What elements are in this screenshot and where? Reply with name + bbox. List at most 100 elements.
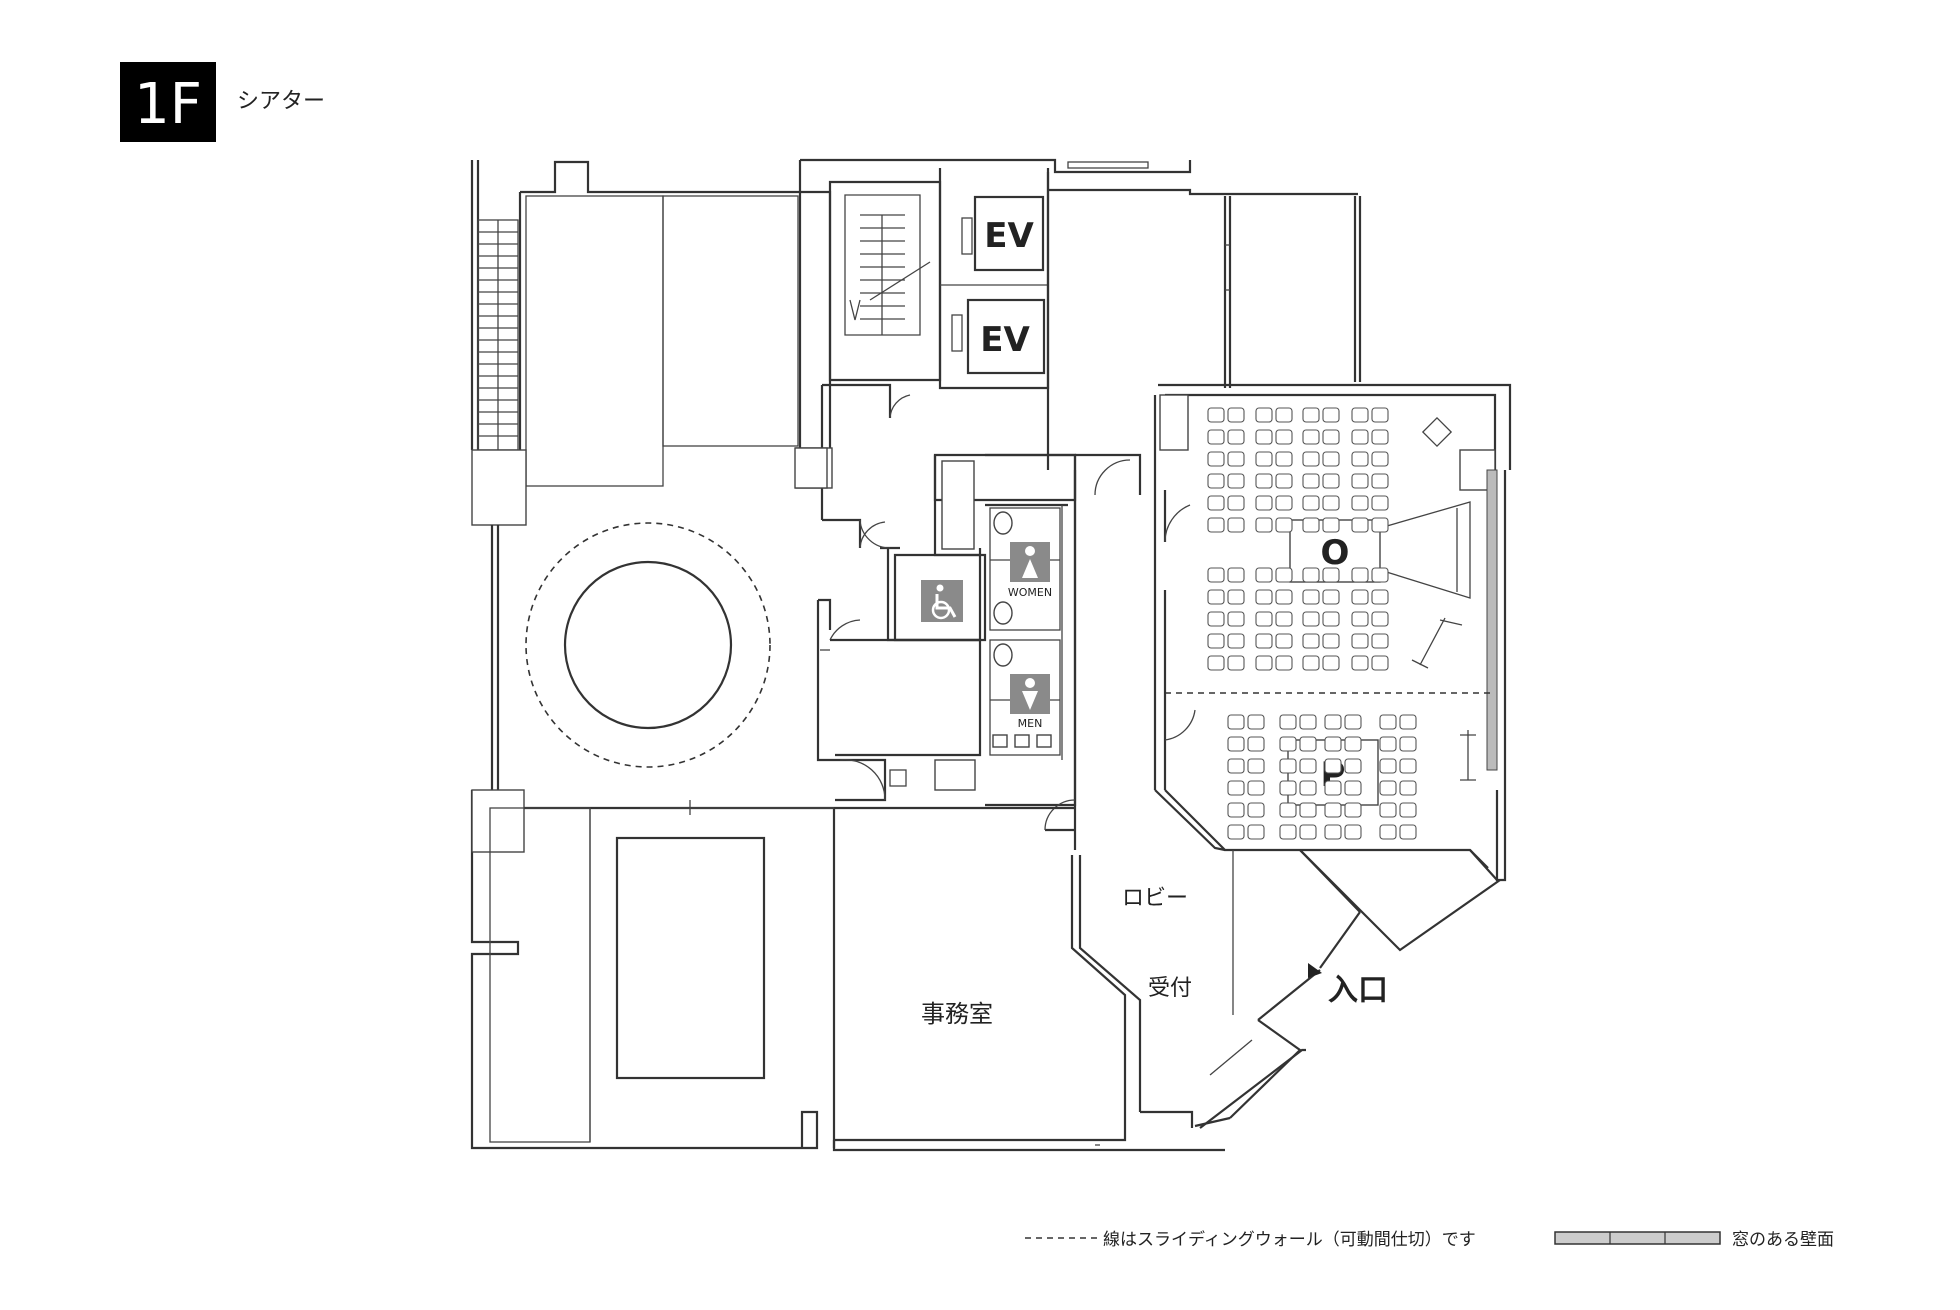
rotating-stage	[525, 522, 771, 768]
seat	[1344, 802, 1362, 818]
seat	[1351, 429, 1369, 445]
seat	[1351, 495, 1369, 511]
seat	[1227, 758, 1245, 774]
seat	[1255, 567, 1273, 583]
seat	[1247, 802, 1265, 818]
seat	[1371, 655, 1389, 671]
seat	[1227, 567, 1245, 583]
seat	[1322, 517, 1340, 533]
seat	[1275, 589, 1293, 605]
west-stage-area	[470, 160, 833, 526]
seat	[1299, 780, 1317, 796]
women-label: WOMEN	[1008, 586, 1052, 599]
seat	[1322, 495, 1340, 511]
seat	[1324, 824, 1342, 840]
seat	[1371, 567, 1389, 583]
seat	[1351, 567, 1369, 583]
seat	[1322, 429, 1340, 445]
north-east-wing	[1046, 172, 1362, 470]
legend: 線はスライディングウォール（可動間仕切）です 窓のある壁面	[1025, 1229, 1834, 1250]
seat	[1227, 611, 1245, 627]
seat	[1275, 611, 1293, 627]
seat	[1275, 429, 1293, 445]
seat	[1207, 611, 1225, 627]
entrance-arrow-icon	[1308, 963, 1322, 978]
seat	[1227, 802, 1245, 818]
seat	[1247, 824, 1265, 840]
seat	[1275, 495, 1293, 511]
seat	[1351, 473, 1369, 489]
seat	[1207, 473, 1225, 489]
seat	[1255, 517, 1273, 533]
seat	[1279, 802, 1297, 818]
seat	[1322, 567, 1340, 583]
seat	[1275, 407, 1293, 423]
seat	[1371, 407, 1389, 423]
seat	[1302, 495, 1320, 511]
seat	[1227, 736, 1245, 752]
seat	[1247, 780, 1265, 796]
seat	[1399, 824, 1417, 840]
office-label: 事務室	[921, 1000, 993, 1028]
seat	[1255, 589, 1273, 605]
seat	[1302, 451, 1320, 467]
seat	[1227, 589, 1245, 605]
seat	[1207, 589, 1225, 605]
seat	[1344, 714, 1362, 730]
seat	[1299, 736, 1317, 752]
seat	[1379, 802, 1397, 818]
seat	[1322, 473, 1340, 489]
seat	[1371, 633, 1389, 649]
seat	[1299, 714, 1317, 730]
seat	[1227, 655, 1245, 671]
legend-dashed-text: 線はスライディングウォール（可動間仕切）です	[1103, 1229, 1476, 1250]
page-title: シアター	[237, 89, 325, 114]
restrooms: WOMEN MEN	[985, 453, 1142, 807]
seat	[1255, 655, 1273, 671]
seat	[1302, 517, 1320, 533]
seat	[1371, 611, 1389, 627]
seat	[1302, 611, 1320, 627]
office: 事務室	[832, 806, 1225, 1152]
seat	[1247, 736, 1265, 752]
seat	[1255, 407, 1273, 423]
seat	[1279, 758, 1297, 774]
seat	[1302, 655, 1320, 671]
seat	[1227, 495, 1245, 511]
seat	[1371, 495, 1389, 511]
seat	[1322, 589, 1340, 605]
seat	[1379, 780, 1397, 796]
seat	[1344, 824, 1362, 840]
seat	[1322, 633, 1340, 649]
entrance-label: 入口	[1328, 973, 1388, 1008]
seat	[1322, 407, 1340, 423]
seat	[1351, 655, 1369, 671]
seat	[1351, 517, 1369, 533]
seat	[1207, 407, 1225, 423]
seat	[1351, 407, 1369, 423]
elevator-lower-label: EV	[980, 320, 1030, 360]
seat	[1227, 473, 1245, 489]
reception-label: 受付	[1148, 976, 1192, 1001]
seat	[1299, 802, 1317, 818]
seat	[1351, 589, 1369, 605]
seat	[1279, 824, 1297, 840]
seat	[1322, 611, 1340, 627]
seat	[1351, 451, 1369, 467]
men-label: MEN	[1018, 717, 1043, 730]
floor-badge: 1F	[120, 62, 216, 142]
seat	[1302, 473, 1320, 489]
seat	[1255, 451, 1273, 467]
seat	[1227, 780, 1245, 796]
seat	[1399, 802, 1417, 818]
seat	[1322, 655, 1340, 671]
seat	[1227, 429, 1245, 445]
seat	[1344, 758, 1362, 774]
seat	[1371, 589, 1389, 605]
seat	[1399, 758, 1417, 774]
seat	[1379, 824, 1397, 840]
seat	[1227, 824, 1245, 840]
seat	[1247, 714, 1265, 730]
legend-window-text: 窓のある壁面	[1732, 1230, 1834, 1250]
